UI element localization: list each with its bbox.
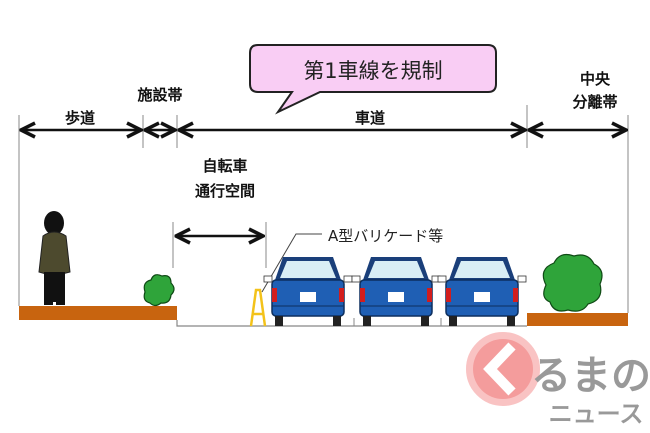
bicycle-lane-label-line1: 自転車: [202, 157, 247, 175]
roadway-label: 車道: [355, 109, 385, 127]
sidewalk-ground: [19, 306, 177, 320]
barricade-label: A型バリケード等: [328, 227, 443, 245]
facility-zone-label: 施設帯: [137, 86, 182, 104]
logo-text-line1: るまの: [531, 353, 650, 399]
sidewalk-label: 歩道: [65, 109, 95, 127]
logo-chevron-icon: [483, 342, 516, 396]
median-label-line2: 分離帯: [572, 93, 617, 111]
dimension-ticks: [18, 105, 629, 313]
a-type-barricade-icon: [249, 288, 267, 327]
car-lane2: [351, 256, 441, 327]
car-lane1: [263, 256, 353, 327]
callout-text: 第1車線を規制: [303, 59, 442, 83]
small-bush-icon: [143, 274, 175, 307]
car-lane3: [437, 256, 527, 327]
median-label-line1: 中央: [580, 70, 611, 88]
pedestrian-icon: [38, 211, 71, 305]
logo-text-line2: ニュース: [549, 400, 644, 428]
barricade-leader-line: [261, 233, 322, 293]
road-surface-line: [176, 320, 527, 327]
median-ground: [527, 313, 628, 326]
large-bush-icon: [542, 253, 603, 312]
callout-bubble: 第1車線を規制: [249, 44, 497, 115]
kuruma-news-logo: るまの ニュース: [464, 330, 650, 428]
bicycle-lane-label-line2: 通行空間: [195, 182, 255, 200]
